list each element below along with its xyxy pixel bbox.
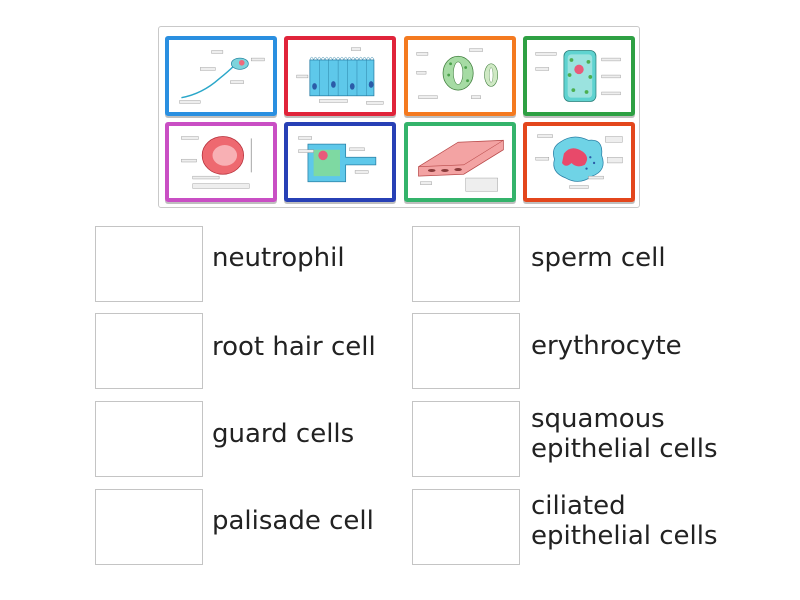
neutrophil-illustration xyxy=(535,134,623,189)
tile-squamous-epithelial-diagram[interactable] xyxy=(404,122,516,202)
drop-slot-palisade-cell[interactable] xyxy=(95,489,203,565)
answer-label: root hair cell xyxy=(212,332,376,362)
tile-nerve-cell-diagram[interactable] xyxy=(284,122,396,202)
answer-label: squamous xyxy=(531,404,665,434)
tile-root-hair-diagram[interactable] xyxy=(404,36,516,116)
sperm-cell-illustration xyxy=(179,50,265,104)
answer-label: neutrophil xyxy=(212,243,345,273)
tile-sperm-cell-diagram[interactable] xyxy=(165,36,277,116)
answer-label: ciliated xyxy=(531,491,626,521)
answer-label: palisade cell xyxy=(212,506,374,536)
palisade-cell-illustration xyxy=(535,50,621,102)
drop-slot-guard-cells[interactable] xyxy=(95,401,203,477)
drop-slot-ciliated-epithelial-cells[interactable] xyxy=(412,489,520,565)
erythrocyte-illustration xyxy=(181,136,252,189)
tile-ciliated-epithelial-diagram[interactable] xyxy=(284,36,396,116)
tile-erythrocyte-diagram[interactable] xyxy=(165,122,277,202)
answer-label: guard cells xyxy=(212,419,355,449)
answer-label: sperm cell xyxy=(531,243,666,273)
answer-label: erythrocyte xyxy=(531,331,682,361)
drop-slot-neutrophil[interactable] xyxy=(95,226,203,302)
root-hair-illustration xyxy=(298,136,377,183)
answer-label-line2: epithelial cells xyxy=(531,434,718,464)
guard-cells-illustration xyxy=(416,48,498,99)
tile-palisade-cell-diagram[interactable] xyxy=(523,36,635,116)
squamous-epithelial-illustration xyxy=(418,139,504,192)
answer-label-line2: epithelial cells xyxy=(531,521,718,551)
ciliated-epithelial-illustration xyxy=(296,47,384,105)
tile-neutrophil-diagram[interactable] xyxy=(523,122,635,202)
drop-slot-erythrocyte[interactable] xyxy=(412,313,520,389)
drop-slot-sperm-cell[interactable] xyxy=(412,226,520,302)
drop-slot-root-hair-cell[interactable] xyxy=(95,313,203,389)
drop-slot-squamous-epithelial-cells[interactable] xyxy=(412,401,520,477)
